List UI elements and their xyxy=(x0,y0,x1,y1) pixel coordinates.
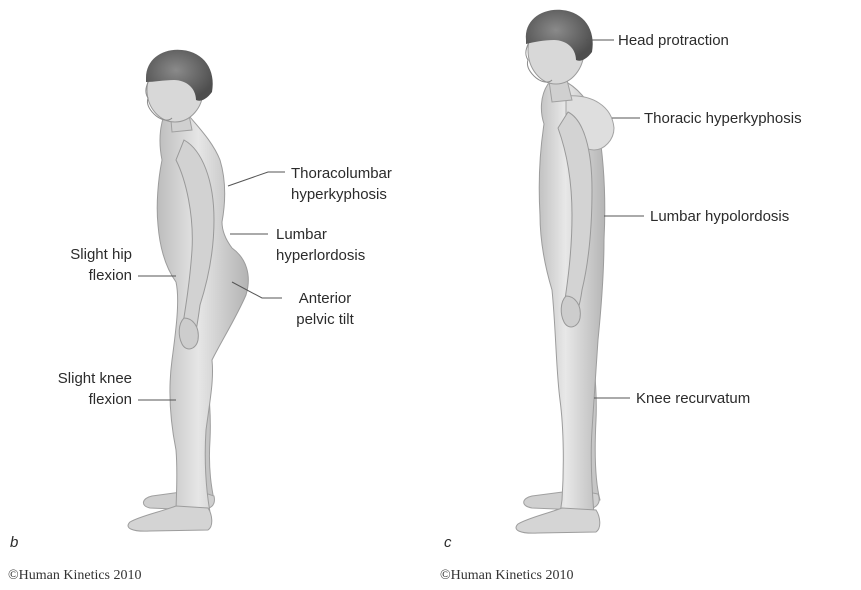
label-lumbar-hypolordosis: Lumbar hypolordosis xyxy=(650,206,789,227)
label-anterior-line1: Anterior xyxy=(286,288,364,309)
label-lumbar-hyperlordosis: Lumbar hyperlordosis xyxy=(276,224,365,266)
panel-letter-b: b xyxy=(10,534,18,551)
label-slight-hip-flexion: Slight hip flexion xyxy=(20,244,132,286)
label-hip-line2: flexion xyxy=(20,265,132,286)
label-slight-knee-flexion: Slight knee flexion xyxy=(14,368,132,410)
figure-b xyxy=(128,50,248,531)
copyright-b: ©Human Kinetics 2010 xyxy=(8,568,142,584)
label-knee-recurvatum: Knee recurvatum xyxy=(636,388,750,409)
leader-thoracolumbar xyxy=(228,172,285,186)
copyright-c: ©Human Kinetics 2010 xyxy=(440,568,574,584)
label-thoracolumbar-hyperkyphosis: Thoracolumbar hyperkyphosis xyxy=(291,163,392,205)
label-lumbar-line1: Lumbar xyxy=(276,224,365,245)
label-knee-line2: flexion xyxy=(14,389,132,410)
panel-letter-c: c xyxy=(444,534,452,551)
figure-c xyxy=(516,10,614,533)
label-thoracolumbar-line2: hyperkyphosis xyxy=(291,184,392,205)
label-anterior-line2: pelvic tilt xyxy=(286,309,364,330)
label-thoracolumbar-line1: Thoracolumbar xyxy=(291,163,392,184)
label-lumbar-line2: hyperlordosis xyxy=(276,245,365,266)
figure-b-front-foot xyxy=(128,506,212,531)
label-knee-line1: Slight knee xyxy=(14,368,132,389)
figure-c-front-foot xyxy=(516,508,600,533)
label-thoracic-hyperkyphosis: Thoracic hyperkyphosis xyxy=(644,108,802,129)
label-head-protraction: Head protraction xyxy=(618,30,729,51)
label-hip-line1: Slight hip xyxy=(20,244,132,265)
label-anterior-pelvic-tilt: Anterior pelvic tilt xyxy=(286,288,364,330)
